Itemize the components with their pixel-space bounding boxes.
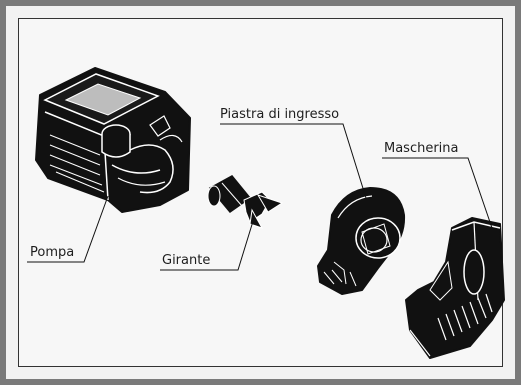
pump-body-illustration (36, 68, 190, 212)
label-pompa: Pompa (30, 245, 74, 260)
label-piastra-di-ingresso: Piastra di ingresso (220, 107, 339, 122)
piastra-leader-line (220, 124, 366, 198)
label-mascherina: Mascherina (384, 141, 459, 156)
inlet-plate-illustration (318, 188, 404, 294)
label-girante: Girante (162, 253, 210, 268)
impeller-illustration (208, 176, 282, 228)
front-cover-illustration (406, 218, 504, 358)
